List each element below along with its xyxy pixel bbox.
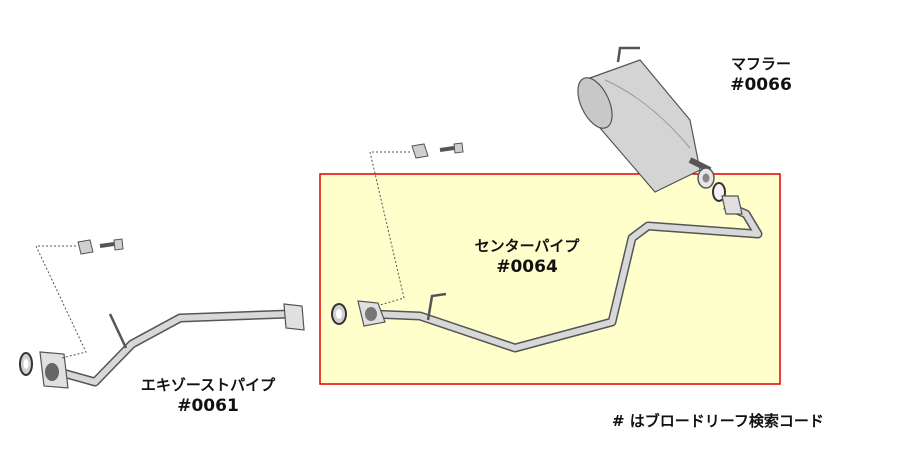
muffler-part[interactable] <box>571 46 715 193</box>
center-pipe-highlight-box[interactable] <box>319 173 781 385</box>
exhaust-pipe-leader-line <box>35 245 87 359</box>
exhaust-pipe-bolts <box>77 238 124 255</box>
center-pipe-label: センターパイプ #0064 <box>452 237 602 278</box>
exhaust-pipe-gasket-hole <box>23 359 29 369</box>
exhaust-pipe-label: エキゾーストパイプ #0061 <box>118 376 298 417</box>
exhaust-pipe-name: エキゾーストパイプ <box>140 376 276 394</box>
center-pipe-part[interactable] <box>357 195 763 353</box>
muffler-name: マフラー <box>730 55 791 73</box>
search-code-note: # はブロードリーフ検索コード <box>612 412 824 430</box>
exhaust-pipe-part[interactable] <box>39 303 305 389</box>
center-pipe-name: センターパイプ <box>474 237 580 255</box>
exhaust-pipe-code: #0061 <box>177 396 239 417</box>
center-pipe-code: #0064 <box>496 257 558 278</box>
center-pipe-gasket-hole <box>336 309 342 319</box>
center-pipe-leader-line <box>369 151 410 306</box>
muffler-code: #0066 <box>730 75 792 96</box>
muffler-label: マフラー #0066 <box>716 55 806 96</box>
center-pipe-bolts <box>411 142 464 159</box>
